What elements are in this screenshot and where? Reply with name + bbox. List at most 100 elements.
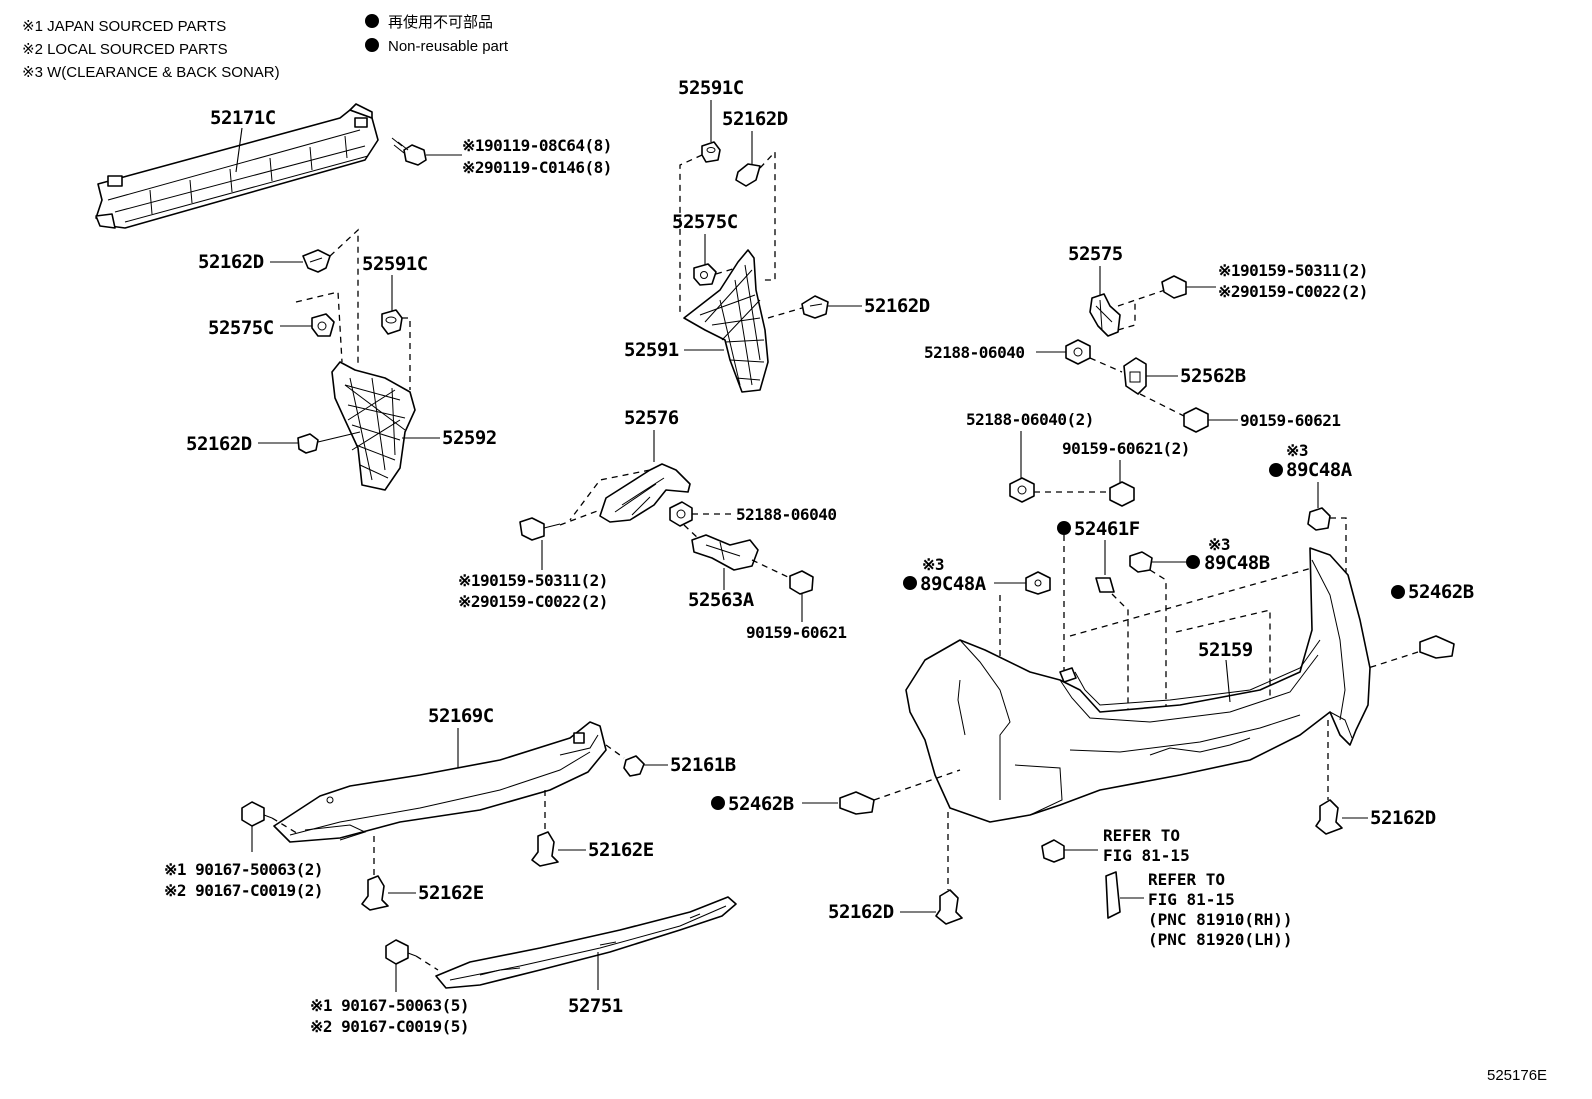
refer-note-line: REFER TO [1103, 826, 1180, 845]
label-52461F: 52461F [1074, 518, 1140, 540]
screw-90159-60621-icon [1183, 407, 1209, 433]
label-52159: 52159 [1198, 639, 1253, 661]
legend-note-2: ※2 LOCAL SOURCED PARTS [22, 41, 228, 58]
legend-key-en: Non-reusable part [388, 38, 509, 55]
label-90167-50063-5: ※1 90167-50063(5) [310, 996, 469, 1015]
label-52592: 52592 [442, 427, 497, 449]
clip-52162E-icon [361, 875, 389, 911]
non-reusable-dot-icon [711, 796, 725, 810]
clip-52162D-icon [935, 889, 963, 925]
label-52162D: 52162D [1370, 807, 1436, 829]
label-190159-50311: ※190159-50311(2) [1218, 261, 1368, 280]
label-52162E: 52162E [588, 839, 654, 861]
label-52462B: 52462B [728, 793, 794, 815]
note-3: ※3 [1208, 535, 1230, 554]
label-52575C: 52575C [208, 317, 274, 339]
figure-code: 525176E [1487, 1067, 1547, 1084]
bolt-icon [241, 801, 273, 827]
label-90167-C0019-5: ※2 90167-C0019(5) [310, 1017, 469, 1036]
refer-note-line: (PNC 81920(LH)) [1148, 930, 1293, 949]
sensor-holder-89C48A [1025, 571, 1051, 595]
bolt-icon [1161, 275, 1187, 299]
label-90159-60621-2: 90159-60621(2) [1062, 439, 1190, 458]
retainer-52562B [1123, 357, 1147, 395]
note-3: ※3 [922, 555, 944, 574]
screw-90159-60621-icon [789, 570, 814, 595]
retainer-52575C-icon [693, 263, 717, 286]
label-290119-C0146: ※290119-C0146(8) [462, 158, 612, 177]
label-90167-C0019-2: ※2 90167-C0019(2) [164, 881, 323, 900]
pad-52462B [839, 791, 875, 815]
label-52575C: 52575C [672, 211, 738, 233]
lower-cover-52169C [273, 721, 607, 843]
non-reusable-dot-icon [1391, 585, 1405, 599]
bolt-icon [391, 137, 427, 166]
label-52162D: 52162D [198, 251, 264, 273]
label-52162D: 52162D [828, 901, 894, 923]
label-52576: 52576 [624, 407, 679, 429]
clip-52162D-icon [1315, 799, 1343, 835]
non-reusable-dot-icon [1186, 555, 1200, 569]
refer-note-line: REFER TO [1148, 870, 1225, 889]
label-52162D: 52162D [722, 108, 788, 130]
label-52591: 52591 [624, 339, 679, 361]
bracket-52591 [683, 249, 769, 393]
label-52563A: 52563A [688, 589, 755, 611]
reinforcement-beam-52171C [95, 103, 379, 229]
pad-52461F [1095, 577, 1115, 593]
label-52162D: 52162D [864, 295, 930, 317]
clip-52162D-icon [297, 433, 319, 454]
label-52169C: 52169C [428, 705, 494, 727]
clip-52162D-icon [302, 249, 331, 273]
label-52562B: 52562B [1180, 365, 1246, 387]
non-reusable-dot-icon [365, 14, 379, 28]
label-52162D: 52162D [186, 433, 252, 455]
non-reusable-dot-icon [903, 576, 917, 590]
label-52575: 52575 [1068, 243, 1123, 265]
legend-note-1: ※1 JAPAN SOURCED PARTS [22, 18, 226, 35]
screw-52188-06040-icon [1065, 339, 1091, 365]
nut-52591C-icon [381, 309, 403, 335]
screw-52188-06040-icon [1009, 477, 1035, 503]
screw-52188-06040-icon [669, 501, 693, 527]
label-89C48A: 89C48A [1286, 459, 1353, 481]
screw-90159-60621-icon [1109, 481, 1135, 507]
non-reusable-dot-icon [365, 38, 379, 52]
refer-note-line: FIG 81-15 [1148, 890, 1235, 909]
clip-52162D-icon [801, 295, 829, 319]
sensor-holder-89C48B [1129, 551, 1153, 573]
bolt-icon [519, 517, 561, 541]
note-3: ※3 [1286, 441, 1308, 460]
refer-note-line: (PNC 81910(RH)) [1148, 910, 1293, 929]
bracket-52575 [1089, 293, 1121, 337]
legend: ※1 JAPAN SOURCED PARTS ※2 LOCAL SOURCED … [22, 14, 509, 81]
sensor-holder-89C48A [1307, 507, 1331, 531]
label-52188-06040: 52188-06040 [924, 343, 1024, 362]
label-52591C: 52591C [362, 253, 428, 275]
label-190119-08C64: ※190119-08C64(8) [462, 136, 612, 155]
clip-52162E-icon [531, 831, 559, 867]
stay-52576 [599, 463, 691, 523]
label-52161B: 52161B [670, 754, 736, 776]
label-52751: 52751 [568, 995, 623, 1017]
grommet-icon [1041, 839, 1065, 863]
label-52188-06040: 52188-06040 [736, 505, 836, 524]
label-52462B: 52462B [1408, 581, 1474, 603]
label-90159-60621: 90159-60621 [1240, 411, 1340, 430]
legend-key-jp: 再使用不可部品 [388, 14, 493, 31]
pad-52462B [1419, 635, 1455, 659]
label-52171C: 52171C [210, 107, 276, 129]
non-reusable-dot-icon [1269, 463, 1283, 477]
bolt-icon [385, 939, 417, 965]
label-89C48A: 89C48A [920, 573, 987, 595]
label-290159-C0022: ※290159-C0022(2) [1218, 282, 1368, 301]
label-89C48B: 89C48B [1204, 552, 1270, 574]
bracket-52592 [331, 361, 416, 491]
reflector-strip-icon [1105, 871, 1121, 919]
non-reusable-dot-icon [1057, 521, 1071, 535]
refer-note-line: FIG 81-15 [1103, 846, 1190, 865]
label-90167-50063-2: ※1 90167-50063(2) [164, 860, 323, 879]
label-90159-60621: 90159-60621 [746, 623, 846, 642]
label-52591C: 52591C [678, 77, 744, 99]
